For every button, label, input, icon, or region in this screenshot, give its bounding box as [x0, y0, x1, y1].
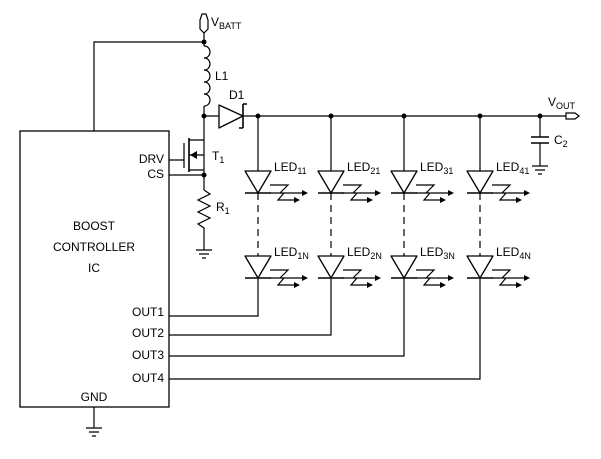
transistor-label: T1: [212, 149, 224, 165]
led-1-top-label: LED11: [274, 160, 307, 176]
vout-terminal: [565, 112, 580, 120]
led-3-bottom-arrow-head-2: [440, 282, 446, 288]
led-1-top-emission-arrows: [270, 184, 302, 201]
inductor-l1: [203, 45, 211, 107]
led-1-bottom-arrow-head-1: [302, 275, 308, 281]
led-2-top-arrow-head-2: [367, 197, 373, 203]
vout-label: VOUT: [548, 95, 576, 111]
led-4-top-arrow-head-1: [524, 190, 530, 196]
led-3-bottom-body: [390, 255, 418, 279]
led-3-top-body: [390, 170, 418, 194]
led-3-top-label: LED31: [420, 160, 453, 176]
pin-cs-label: CS: [147, 167, 164, 181]
led-1-top-arrow-head-1: [302, 190, 308, 196]
led-4-top-label: LED41: [496, 160, 529, 176]
led-4-bottom-arrow-head-1: [524, 275, 530, 281]
led-4-top-arrow-head-2: [516, 197, 522, 203]
boost-controller-ic-box: [19, 130, 170, 408]
led-1-top-arrow-head-2: [294, 197, 300, 203]
ic-name-line1: BOOST: [73, 219, 116, 233]
switch-node-wire: [203, 106, 219, 140]
ic-ground-symbol: [86, 407, 102, 437]
diode-label: D1: [229, 88, 245, 102]
pin-gnd-label: GND: [81, 390, 108, 404]
led-2-top-arrow-head-1: [375, 190, 381, 196]
led-string-2-return-wire: [169, 278, 332, 336]
led-2-bottom-label: LED2N: [347, 245, 382, 261]
vbatt-label: VBATT: [211, 15, 242, 31]
ic-name-line3: IC: [88, 261, 100, 275]
led-string-1-return-wire: [169, 278, 259, 317]
led-3-bottom-emission-arrows: [416, 269, 448, 286]
led-4-bottom-body: [466, 255, 494, 279]
switch-node-dot: [201, 113, 207, 119]
capacitor-c2: [531, 116, 549, 175]
vbatt-terminal: [199, 13, 209, 34]
led-1-bottom-emission-arrows: [270, 269, 302, 286]
led-1-bottom-label: LED1N: [274, 245, 309, 261]
led-3-top-emission-arrows: [416, 184, 448, 201]
led-4-bottom-arrow-head-2: [516, 282, 522, 288]
pin-out1-label: OUT1: [132, 305, 164, 319]
led-4-bottom-label: LED4N: [496, 245, 531, 261]
diode-d1: [218, 103, 247, 129]
led-2-bottom-body: [317, 255, 345, 279]
pin-out3-label: OUT3: [132, 348, 164, 362]
led-3-bottom-arrow-head-1: [448, 275, 454, 281]
inductor-label: L1: [215, 69, 229, 83]
led-4-top-emission-arrows: [492, 184, 524, 201]
ic-name-line2: CONTROLLER: [53, 240, 135, 254]
mosfet-t1: [169, 138, 205, 172]
led-3-bottom-label: LED3N: [420, 245, 455, 261]
capacitor-label: C2: [554, 133, 568, 149]
vbatt-to-ic-wire: [93, 41, 204, 131]
cs-junction-dot: [201, 172, 207, 178]
resistor-r1: [196, 189, 212, 259]
vbatt-junction-dot: [201, 39, 207, 45]
led-2-bottom-arrow-head-1: [375, 275, 381, 281]
led-2-top-label: LED21: [347, 160, 380, 176]
led-2-top-body: [317, 170, 345, 194]
pin-out2-label: OUT2: [132, 326, 164, 340]
led-2-bottom-arrow-head-2: [367, 282, 373, 288]
led-1-bottom-arrow-head-2: [294, 282, 300, 288]
led-2-top-emission-arrows: [343, 184, 375, 201]
led-4-top-body: [466, 170, 494, 194]
cs-sense-wire: [169, 170, 205, 190]
led-3-top-arrow-head-2: [440, 197, 446, 203]
led-string-4-return-wire: [169, 278, 481, 380]
led-2-bottom-emission-arrows: [343, 269, 375, 286]
led-4-bottom-emission-arrows: [492, 269, 524, 286]
led-1-bottom-body: [244, 255, 272, 279]
resistor-label: R1: [216, 200, 230, 216]
led-1-top-body: [244, 170, 272, 194]
led-3-top-arrow-head-1: [448, 190, 454, 196]
pin-out4-label: OUT4: [132, 371, 164, 385]
led-string-3-return-wire: [169, 278, 405, 357]
pin-drv-label: DRV: [139, 152, 164, 166]
